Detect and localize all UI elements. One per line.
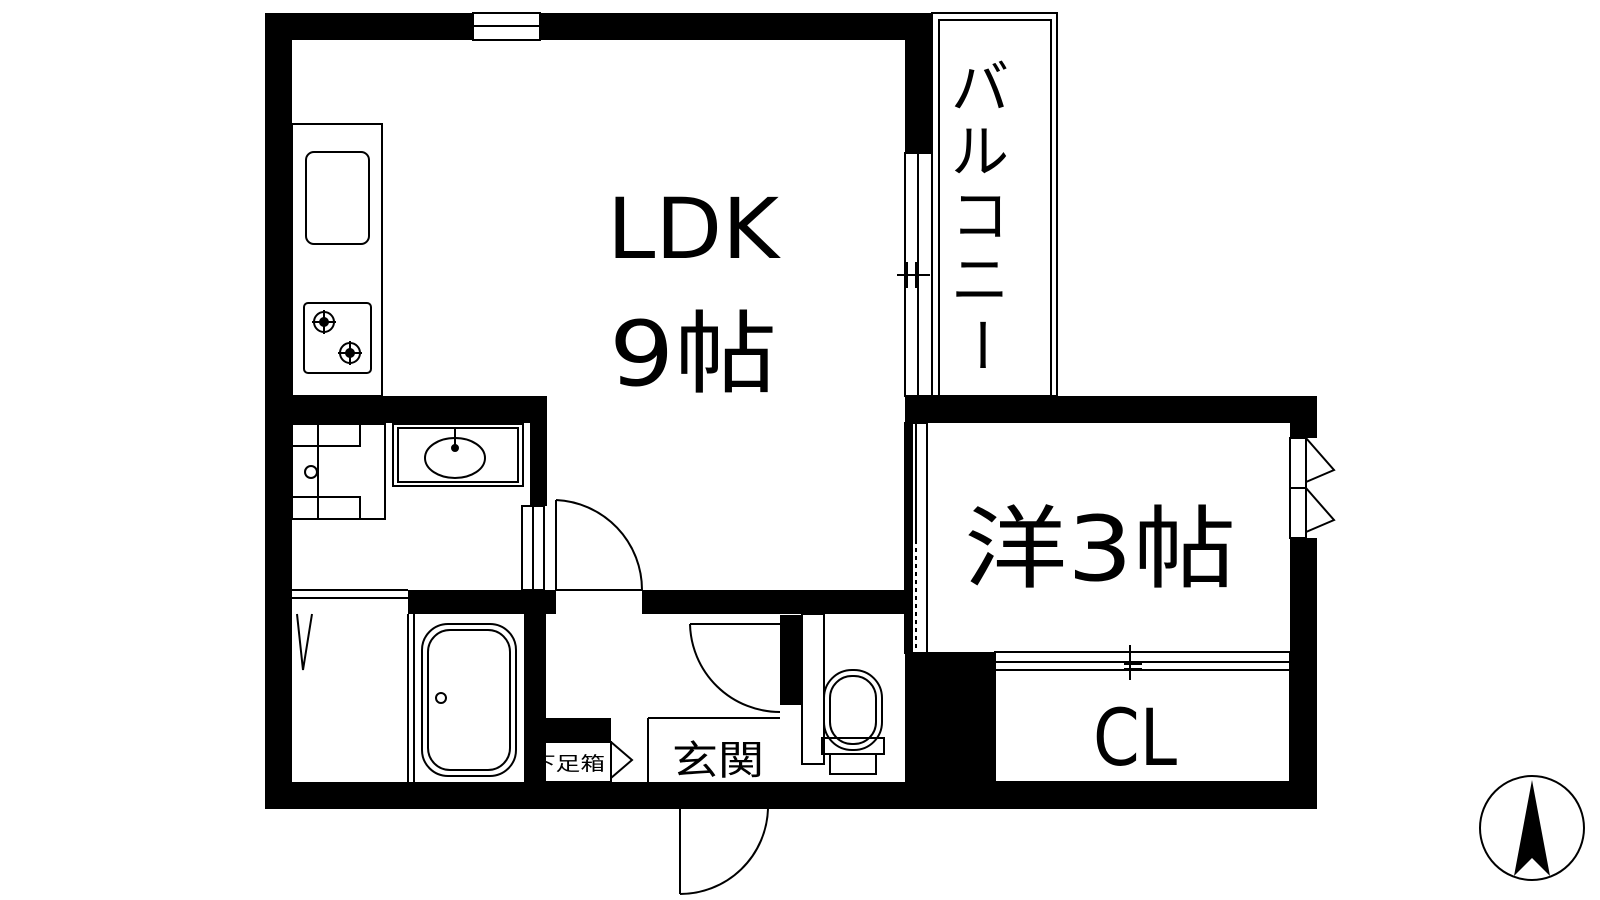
- kitchen-counter: [291, 123, 383, 397]
- balcony-char: コ: [951, 182, 1009, 250]
- washroom-shelf: [292, 589, 408, 671]
- walls: [265, 13, 1317, 809]
- west-room-casement: [1289, 437, 1336, 539]
- balcony-char: バ: [951, 54, 1009, 122]
- ldk-size-label: 9帖: [609, 302, 777, 407]
- entrance-label: 玄関: [672, 738, 764, 784]
- closet-label: CL: [1093, 694, 1177, 784]
- shoe-box-label: 下足箱: [531, 753, 605, 775]
- balcony-char: ル: [951, 118, 1009, 186]
- wash-basin-icon: [392, 423, 524, 487]
- washroom-door: [555, 499, 644, 591]
- north-arrow-icon: [1479, 775, 1585, 881]
- sink-icon: [305, 151, 370, 245]
- corridor-door: [689, 623, 781, 713]
- balcony-label: バ ル コ ニ ー: [947, 54, 1015, 374]
- entrance-step: [647, 717, 780, 782]
- closet: [994, 645, 1291, 783]
- shoe-box: [525, 741, 634, 783]
- windows: [472, 12, 933, 654]
- bathtub-icon: [407, 614, 517, 782]
- balcony-char: ニ: [951, 246, 1009, 314]
- toilet-icon: [801, 613, 885, 775]
- balcony-char: ー: [947, 316, 1015, 374]
- western-room-label: 洋3帖: [964, 497, 1236, 602]
- stove-icon: [303, 302, 372, 374]
- front-door: [679, 782, 769, 895]
- washing-machine-icon: [291, 423, 386, 520]
- ldk-name-label: LDK: [607, 180, 781, 278]
